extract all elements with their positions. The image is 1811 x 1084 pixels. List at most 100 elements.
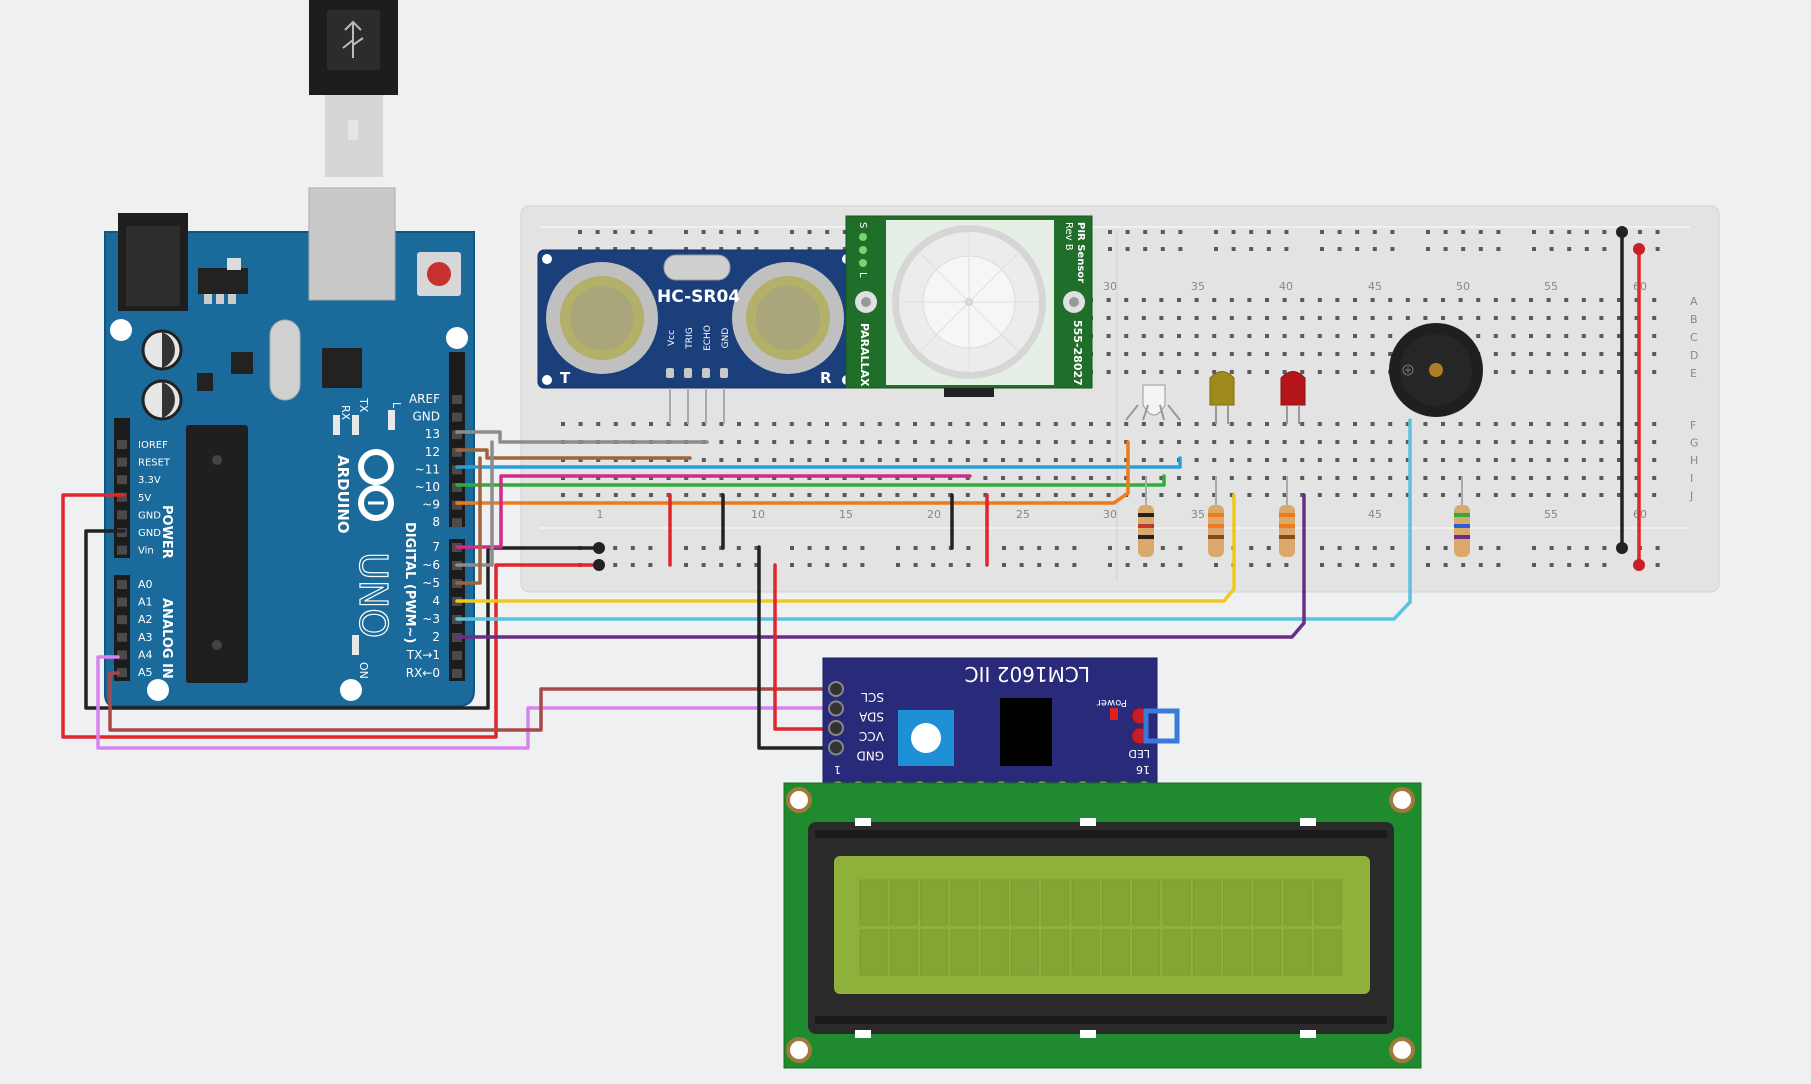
- breadboard-hole[interactable]: [1159, 440, 1164, 444]
- digital-pin-socket[interactable]: [452, 669, 462, 678]
- breadboard-hole[interactable]: [1071, 422, 1076, 426]
- rail-hole[interactable]: [1320, 563, 1324, 567]
- breadboard-hole[interactable]: [1106, 352, 1111, 356]
- breadboard-hole[interactable]: [1405, 298, 1410, 302]
- breadboard-hole[interactable]: [1194, 422, 1199, 426]
- breadboard-hole[interactable]: [1247, 493, 1252, 497]
- breadboard-hole[interactable]: [1458, 493, 1463, 497]
- breadboard-hole[interactable]: [684, 458, 689, 462]
- breadboard-hole[interactable]: [1652, 334, 1657, 338]
- rail-hole[interactable]: [1178, 546, 1183, 550]
- rail-hole[interactable]: [1108, 247, 1112, 251]
- breadboard-hole[interactable]: [807, 493, 812, 497]
- resistor[interactable]: [1454, 476, 1470, 557]
- breadboard-hole[interactable]: [1265, 316, 1269, 320]
- rail-hole[interactable]: [701, 546, 706, 550]
- rail-hole[interactable]: [1249, 563, 1254, 567]
- rail-hole[interactable]: [1284, 563, 1289, 567]
- breadboard-hole[interactable]: [807, 476, 812, 480]
- breadboard-hole[interactable]: [649, 493, 653, 497]
- rail-hole[interactable]: [948, 563, 953, 567]
- breadboard-hole[interactable]: [1159, 316, 1164, 320]
- breadboard-hole[interactable]: [1458, 440, 1463, 444]
- rail-hole[interactable]: [648, 563, 653, 567]
- breadboard-hole[interactable]: [1617, 440, 1621, 444]
- rail-hole[interactable]: [1054, 563, 1059, 567]
- breadboard-hole[interactable]: [1335, 440, 1340, 444]
- rail-hole[interactable]: [1443, 230, 1448, 234]
- breadboard-hole[interactable]: [1476, 316, 1481, 320]
- breadboard-hole[interactable]: [631, 493, 636, 497]
- rail-hole[interactable]: [701, 247, 706, 251]
- rail-hole[interactable]: [1584, 563, 1589, 567]
- breadboard-hole[interactable]: [1001, 422, 1005, 426]
- rail-hole[interactable]: [736, 230, 741, 234]
- breadboard-hole[interactable]: [1546, 440, 1551, 444]
- rail-hole[interactable]: [1567, 546, 1572, 550]
- rail-hole[interactable]: [1249, 247, 1254, 251]
- rail-hole[interactable]: [966, 563, 971, 567]
- breadboard-hole[interactable]: [1529, 352, 1533, 356]
- breadboard-hole[interactable]: [1546, 334, 1551, 338]
- breadboard-hole[interactable]: [1564, 298, 1569, 302]
- wire-gray-pin6[interactable]: [455, 440, 494, 567]
- breadboard-hole[interactable]: [1529, 334, 1533, 338]
- breadboard-hole[interactable]: [1089, 440, 1093, 444]
- breadboard-hole[interactable]: [948, 476, 953, 480]
- breadboard-hole[interactable]: [1335, 458, 1340, 462]
- breadboard-hole[interactable]: [1388, 316, 1393, 320]
- breadboard-hole[interactable]: [1493, 458, 1498, 462]
- breadboard-hole[interactable]: [948, 422, 953, 426]
- rail-hole[interactable]: [1160, 546, 1165, 550]
- breadboard-hole[interactable]: [1353, 422, 1357, 426]
- breadboard-hole[interactable]: [754, 476, 759, 480]
- rail-hole[interactable]: [1426, 247, 1430, 251]
- breadboard-hole[interactable]: [1581, 370, 1586, 374]
- breadboard-hole[interactable]: [1071, 476, 1076, 480]
- breadboard-hole[interactable]: [1212, 458, 1217, 462]
- rail-hole[interactable]: [1178, 563, 1183, 567]
- breadboard-hole[interactable]: [613, 458, 618, 462]
- breadboard-hole[interactable]: [1124, 334, 1129, 338]
- rail-hole[interactable]: [1532, 230, 1536, 234]
- rail-hole[interactable]: [790, 563, 794, 567]
- breadboard-hole[interactable]: [1265, 458, 1269, 462]
- rail-hole[interactable]: [1214, 230, 1218, 234]
- breadboard-hole[interactable]: [737, 476, 741, 480]
- rail-hole[interactable]: [1143, 247, 1148, 251]
- breadboard-hole[interactable]: [1581, 476, 1586, 480]
- breadboard-hole[interactable]: [1353, 334, 1357, 338]
- rail-hole[interactable]: [807, 546, 812, 550]
- breadboard-hole[interactable]: [1599, 476, 1604, 480]
- breadboard-hole[interactable]: [1370, 440, 1375, 444]
- breadboard-hole[interactable]: [1634, 298, 1639, 302]
- breadboard-hole[interactable]: [737, 458, 741, 462]
- breadboard-hole[interactable]: [1476, 458, 1481, 462]
- breadboard-hole[interactable]: [578, 493, 583, 497]
- breadboard-hole[interactable]: [1634, 458, 1639, 462]
- rail-hole[interactable]: [719, 563, 724, 567]
- rail-hole[interactable]: [1655, 230, 1660, 234]
- rail-hole[interactable]: [825, 546, 830, 550]
- breadboard-hole[interactable]: [1106, 458, 1111, 462]
- breadboard-hole[interactable]: [737, 422, 741, 426]
- breadboard-hole[interactable]: [561, 476, 565, 480]
- breadboard-hole[interactable]: [1335, 422, 1340, 426]
- breadboard-hole[interactable]: [913, 422, 917, 426]
- digital-pin-socket[interactable]: [452, 500, 462, 510]
- breadboard-hole[interactable]: [948, 440, 953, 444]
- breadboard-hole[interactable]: [1053, 493, 1058, 497]
- breadboard-hole[interactable]: [666, 458, 671, 462]
- breadboard-hole[interactable]: [1617, 352, 1621, 356]
- breadboard-hole[interactable]: [825, 422, 829, 426]
- wire-green-pin10[interactable]: [455, 474, 1166, 487]
- rail-hole[interactable]: [1002, 546, 1006, 550]
- breadboard-hole[interactable]: [631, 476, 636, 480]
- rail-hole[interactable]: [807, 230, 812, 234]
- breadboard-hole[interactable]: [1177, 334, 1181, 338]
- breadboard-hole[interactable]: [842, 458, 847, 462]
- breadboard-hole[interactable]: [1458, 316, 1463, 320]
- breadboard-hole[interactable]: [1265, 370, 1269, 374]
- breadboard-hole[interactable]: [1529, 458, 1533, 462]
- resistor[interactable]: [1138, 476, 1154, 557]
